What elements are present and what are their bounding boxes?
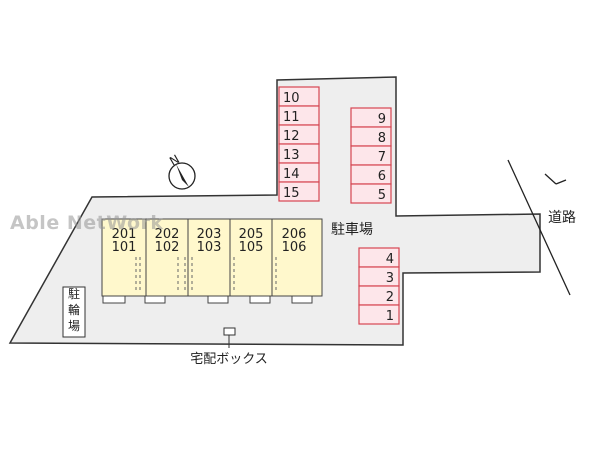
unit-203: 203 [197,227,222,242]
bicycle-label-char: 場 [68,319,80,333]
parking-space-2: 2 [386,290,394,305]
parking-space-4: 4 [386,252,394,267]
road-line-right [544,173,557,185]
unit-206: 206 [282,227,307,242]
lot-outline [8,76,541,346]
parking-column-upper-left: 10 11 12 13 14 15 [278,86,320,202]
road-line-right-2 [555,179,567,185]
parking-column-upper-right: 9 8 7 6 5 [350,107,392,204]
building-block [101,218,323,297]
parking-column-lower: 4 3 2 1 [358,247,400,325]
unit-202: 202 [155,227,180,242]
north-arrow-icon: N [167,152,196,190]
unit-105: 105 [239,240,264,255]
parking-space-7: 7 [378,150,386,165]
unit-106: 106 [282,240,307,255]
parking-space-10: 10 [283,91,300,106]
unit-201: 201 [112,227,137,242]
bicycle-parking-label: 駐輪場 [68,286,80,333]
parking-space-14: 14 [283,167,300,182]
parking-space-12: 12 [283,129,300,144]
apartment-building: 201 101 202 102 203 103 205 105 206 106 [101,218,323,304]
parking-space-5: 5 [378,188,386,203]
unit-205: 205 [239,227,264,242]
unit-101: 101 [112,240,137,255]
parking-space-1: 1 [386,309,394,324]
parking-lot-label: 駐車場 [331,221,373,238]
road-label: 道路 [548,210,576,226]
delivery-box-icon [223,327,236,336]
parking-space-11: 11 [283,110,300,125]
parking-space-13: 13 [283,148,300,163]
unit-103: 103 [197,240,222,255]
bicycle-label-char: 駐 [68,286,80,301]
parking-space-15: 15 [283,186,300,201]
parking-space-6: 6 [378,169,386,184]
parking-space-3: 3 [386,271,394,286]
bicycle-parking-area [62,286,86,338]
parking-space-8: 8 [378,131,386,146]
road-line-left [507,159,571,296]
bicycle-label-char: 輪 [68,302,80,317]
unit-102: 102 [155,240,180,255]
delivery-box-label: 宅配ボックス [190,352,268,367]
parking-space-9: 9 [378,112,386,127]
